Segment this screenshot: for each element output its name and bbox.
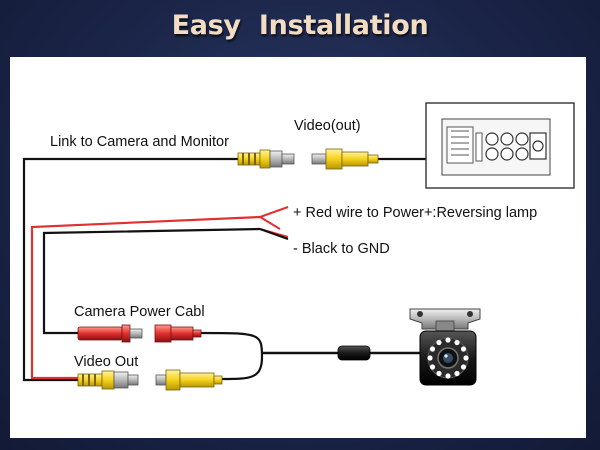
label-video-out-monitor: Video(out) [294, 118, 361, 134]
monitor-back-panel [425, 102, 575, 189]
rear-view-camera [409, 308, 481, 386]
wire-split-ends [259, 206, 289, 238]
page-title: Easy Installation [0, 10, 600, 41]
red-power-wire [30, 215, 261, 380]
rca-male-top [311, 148, 379, 170]
title-word-easy: Easy [171, 10, 241, 41]
label-black-wire: - Black to GND [293, 241, 390, 257]
rca-female-top [237, 149, 295, 169]
power-connector-male [77, 324, 143, 343]
title-word-installation: Installation [258, 10, 429, 41]
label-red-wire: + Red wire to Power+:Reversing lamp [293, 205, 538, 221]
rca-video-out-male [155, 369, 223, 391]
label-camera-power-cable: Camera Power Cabl [74, 304, 205, 320]
wiring-diagram-svg [22, 102, 575, 391]
black-ground-wire [42, 227, 261, 335]
camera-side-cable [199, 331, 264, 381]
label-link-camera-monitor: Link to Camera and Monitor [50, 134, 229, 150]
video-extension-wire [22, 157, 238, 382]
rca-video-out-female [77, 370, 139, 390]
power-connector-female [154, 324, 202, 343]
installation-diagram: Link to Camera and Monitor Video(out) + … [10, 57, 586, 438]
label-video-out: Video Out [74, 354, 139, 370]
cable-junction [337, 345, 371, 361]
